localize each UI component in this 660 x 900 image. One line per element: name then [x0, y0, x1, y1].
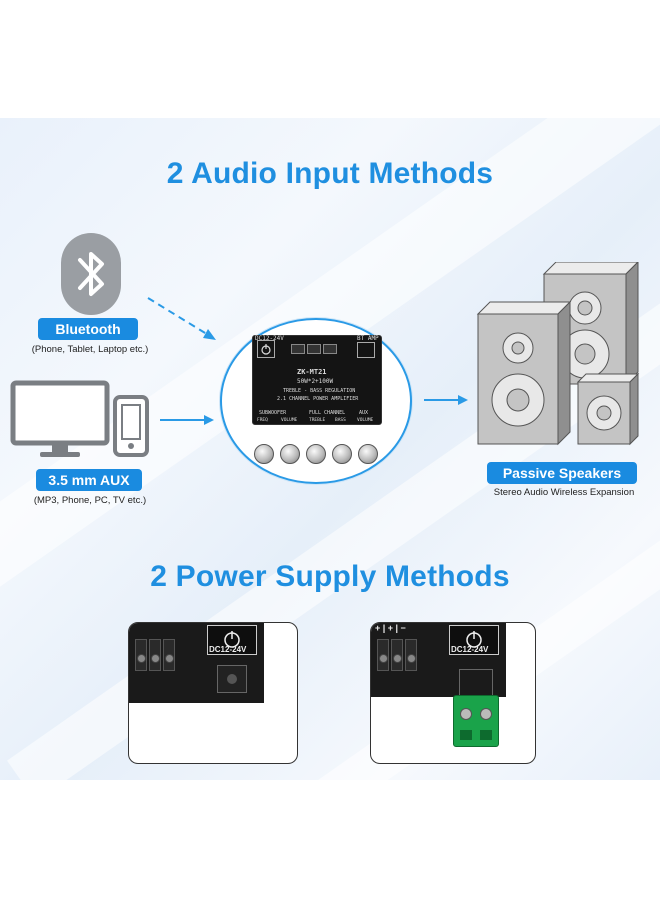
knob-label: VOLUME: [357, 418, 374, 423]
aux-label: 3.5 mm AUX: [36, 469, 142, 491]
dc-plug-adapter: [459, 669, 493, 697]
screw-terminal: [377, 639, 389, 671]
knob-label: FREQ: [257, 418, 268, 423]
knob-label: TREBLE: [309, 418, 326, 423]
board-full-label: FULL CHANNEL: [309, 410, 346, 416]
aux-port-icon: [357, 342, 375, 358]
bluetooth-label: Bluetooth: [38, 318, 138, 340]
board-spec: 50W*2+100W: [297, 378, 334, 385]
dc-voltage-label: DC12-24V: [209, 645, 247, 654]
screw-terminal: [391, 639, 403, 671]
bass-knob: [332, 444, 352, 464]
aux-arrow-head: [204, 415, 214, 425]
amplifier-board: DC12-24V BT AMP ZK-MT21 50W*2+100W TREBL…: [252, 335, 382, 425]
section-title-audio: 2 Audio Input Methods: [166, 157, 494, 190]
board-bt-label: BT AMP: [357, 335, 379, 342]
board-line2: 2.1 CHANNEL POWER AMPLIFIER: [277, 396, 359, 402]
power-photo-terminal-adapter: + | + | − DC12-24V: [370, 622, 536, 764]
power-icon-box: [449, 625, 499, 655]
speaker-terminal: [291, 344, 305, 354]
speakers-icon: [474, 260, 644, 448]
bluetooth-caption: (Phone, Tablet, Laptop etc.): [31, 344, 149, 355]
board-model: ZK-MT21: [297, 368, 327, 376]
bluetooth-icon: [60, 232, 122, 316]
green-terminal-block: [453, 695, 499, 747]
board-sub-label: SUBWOOFER: [259, 410, 287, 416]
terminal-signs: + | + | −: [375, 623, 406, 633]
monitor-icon: [10, 380, 110, 460]
aux-volume-knob: [358, 444, 378, 464]
power-photo-dc-jack: DC12-24V: [128, 622, 298, 764]
screw-terminal: [163, 639, 175, 671]
bluetooth-arrow: [147, 297, 211, 337]
aux-caption: (MP3, Phone, PC, TV etc.): [33, 495, 147, 506]
speaker-terminal: [307, 344, 321, 354]
power-icon-box: [207, 625, 257, 655]
treble-knob: [306, 444, 326, 464]
board-line1: TREBLE - BASS REGULATION: [283, 388, 356, 394]
bluetooth-arrow-head: [203, 329, 216, 340]
speaker-terminal: [323, 344, 337, 354]
board-power-label: DC12-24V: [255, 335, 284, 342]
dc-voltage-label: DC12-24V: [451, 645, 489, 654]
power-switch-icon: [257, 340, 275, 358]
section-title-power: 2 Power Supply Methods: [150, 560, 510, 593]
screw-terminal: [149, 639, 161, 671]
speakers-caption: Stereo Audio Wireless Expansion: [493, 487, 635, 498]
screw-terminal: [135, 639, 147, 671]
freq-knob: [254, 444, 274, 464]
knob-label: BASS: [335, 418, 346, 423]
knob-label: VOLUME: [281, 418, 298, 423]
dc-jack: [217, 665, 247, 693]
output-arrow-head: [458, 395, 468, 405]
volume-knob: [280, 444, 300, 464]
speakers-label: Passive Speakers: [487, 462, 637, 484]
phone-icon: [113, 395, 149, 457]
board-aux-label: AUX: [359, 410, 369, 416]
screw-terminal: [405, 639, 417, 671]
